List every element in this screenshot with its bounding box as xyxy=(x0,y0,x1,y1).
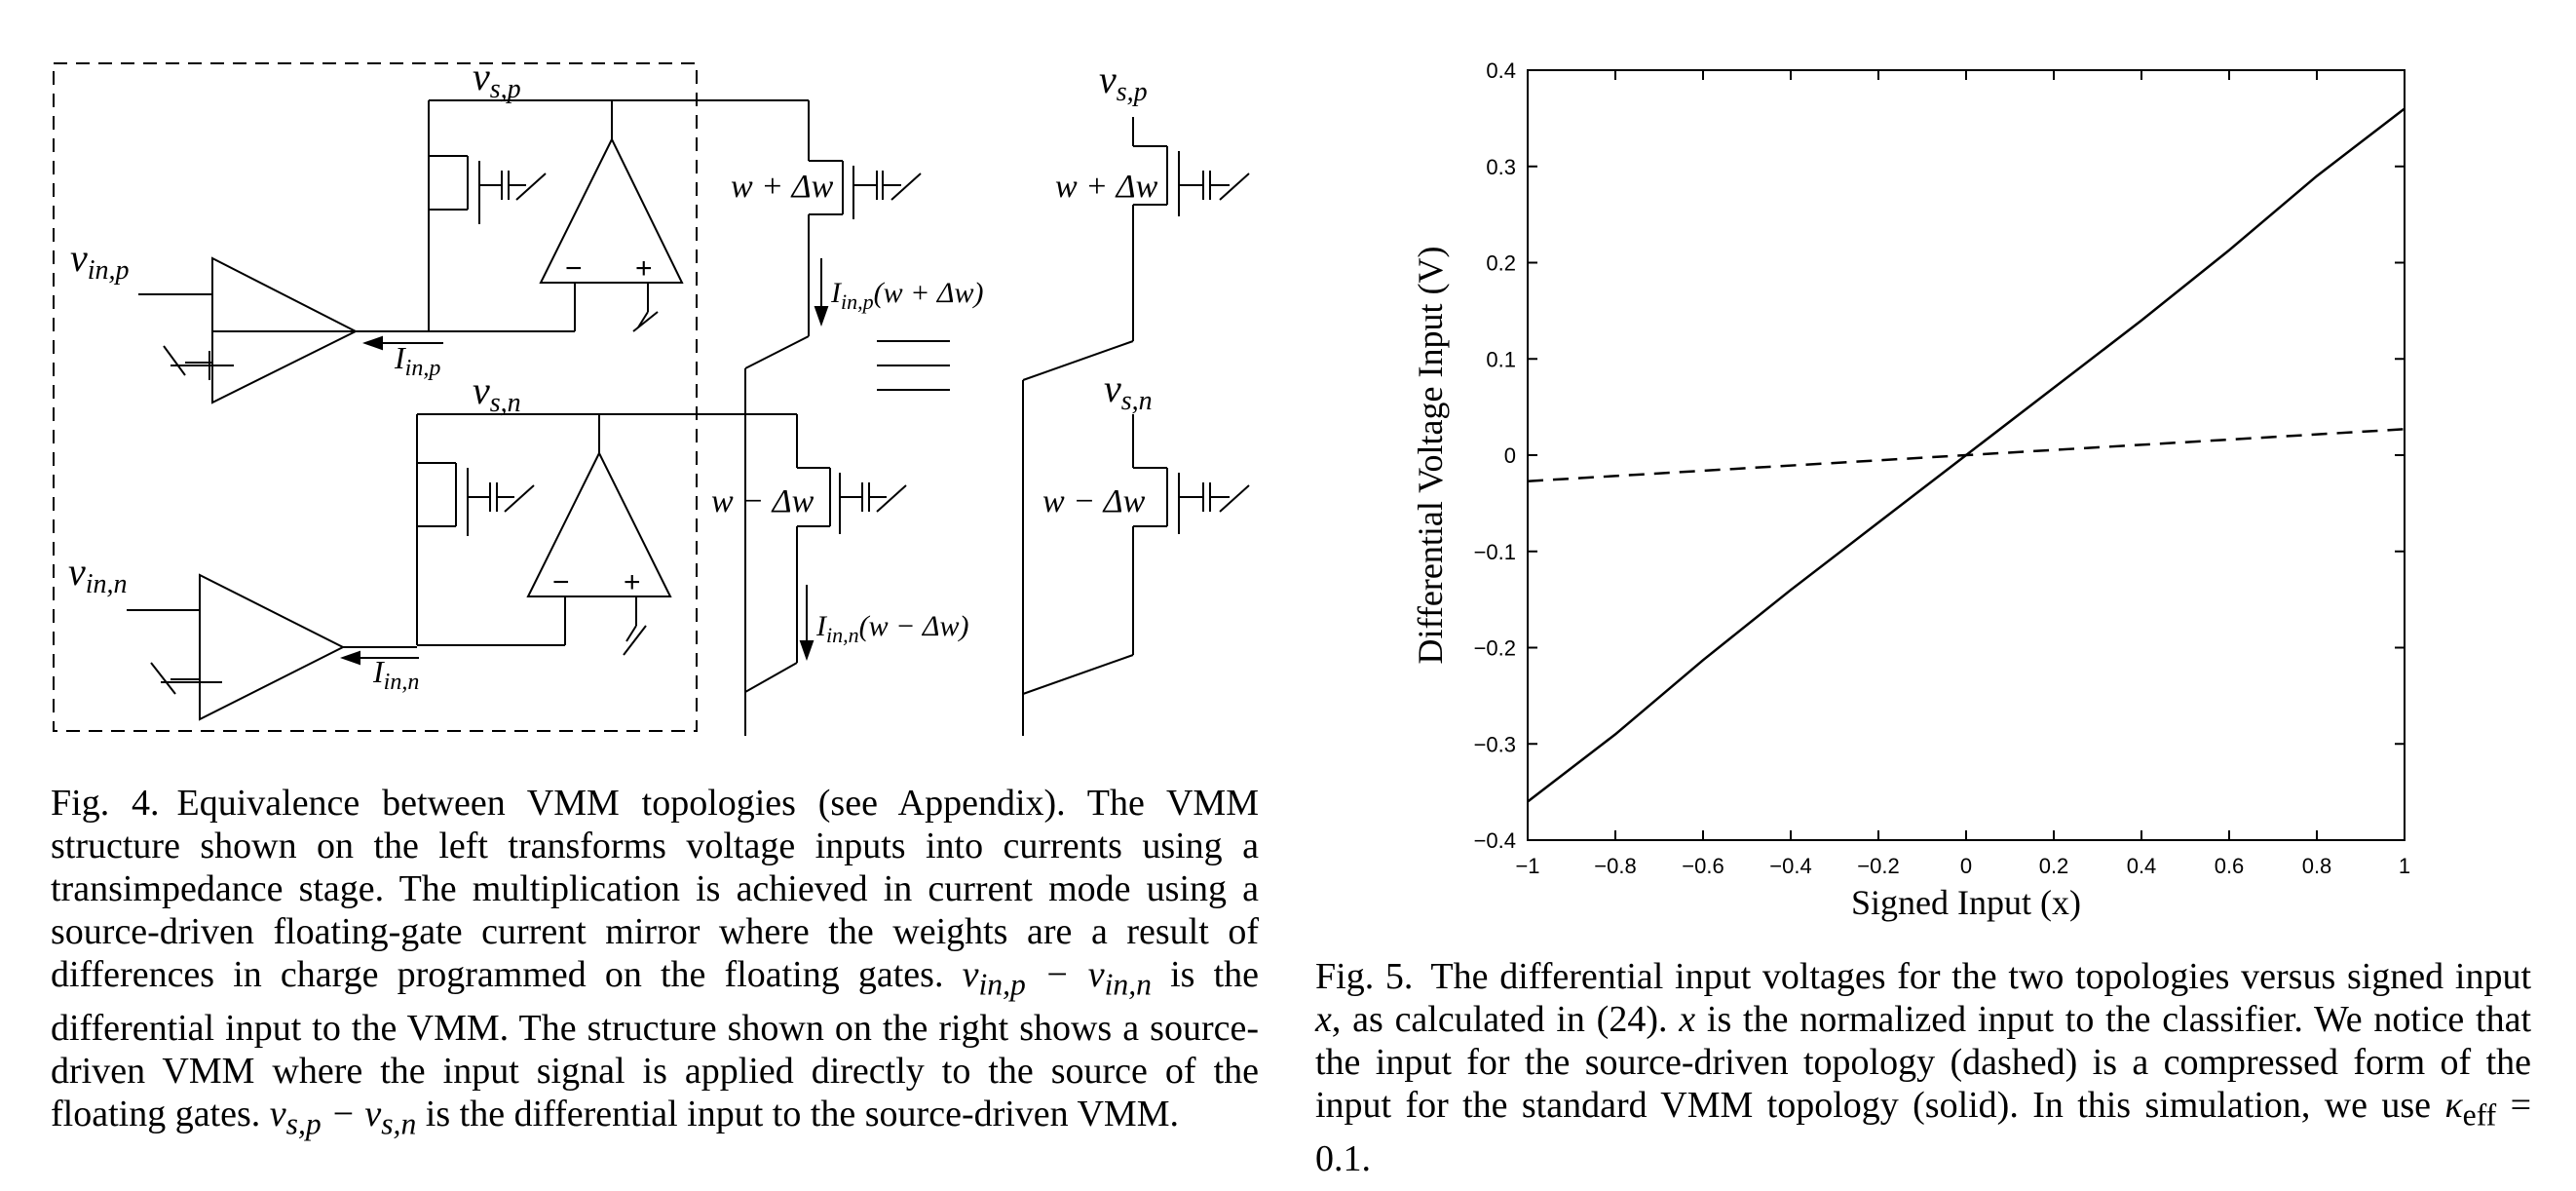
w-plus-right-label: w + Δw xyxy=(1055,169,1158,205)
x-tick-label: −0.6 xyxy=(1682,854,1724,878)
y-tick-label: 0.2 xyxy=(1486,251,1516,276)
lower-input-amp-triangle xyxy=(199,573,346,721)
fig4-caption-text2: is the differential input to the VMM. Th… xyxy=(51,954,1260,1134)
upper-opamp-minus: − xyxy=(565,252,583,285)
w-minus-mid-label: w − Δw xyxy=(711,483,814,519)
i-out-n-label: Iin,n(w − Δw) xyxy=(815,610,968,647)
y-tick-label: −0.2 xyxy=(1474,636,1516,661)
y-axis-label: Differential Voltage Input (V) xyxy=(1411,247,1450,665)
fig5-caption-x2: x xyxy=(1679,999,1696,1040)
fig5-caption-x1: x xyxy=(1315,999,1332,1040)
fig4-caption-math1: vin,p − vin,n xyxy=(962,954,1152,1002)
fig5-caption-text4: = 0.1. xyxy=(1315,1085,2531,1179)
vs-n-right-label: vs,n xyxy=(1104,366,1153,416)
y-tick-label: 0.4 xyxy=(1486,58,1516,83)
y-tick-label: −0.3 xyxy=(1474,732,1516,756)
fig4-caption-lead: Fig. 4. xyxy=(51,783,160,824)
x-tick-label: 0 xyxy=(1960,854,1972,878)
fig4-caption-text: Equivalence between VMM topologies (see … xyxy=(51,783,1259,995)
x-axis-label: Signed Input (x) xyxy=(1851,883,2081,922)
vin-p-label: vin,p xyxy=(70,236,130,286)
x-tick-label: 0.6 xyxy=(2215,854,2245,878)
y-tick-label: 0.3 xyxy=(1486,155,1516,179)
y-tick-label: 0 xyxy=(1504,443,1516,468)
lower-opamp-plus: + xyxy=(624,566,641,598)
x-tick-label: 1 xyxy=(2399,854,2410,878)
x-tick-label: −1 xyxy=(1515,854,1539,878)
vs-n-left-label: vs,n xyxy=(473,368,521,418)
y-tick-label: −0.1 xyxy=(1474,540,1516,564)
w-plus-mid-label: w + Δw xyxy=(731,169,834,205)
fig5-caption-text: The differential input voltages for the … xyxy=(1430,956,2531,997)
chart-series xyxy=(1527,107,2406,803)
fig5-chart: −1 −0.8 −0.6 −0.4 −0.2 0 0.2 0.4 0.6 0.8 1 −0.4 −0.3… xyxy=(1411,58,2411,922)
fig4-circuit-diagram: vs,p vs,n vin,p vin,n Iin,p Iin,n w + Δw… xyxy=(53,55,1250,736)
transimpedance-dashed-box xyxy=(53,62,698,732)
vin-n-label: vin,n xyxy=(68,550,128,599)
fig5-caption: Fig. 5. The differential input voltages f… xyxy=(1315,955,2531,1180)
fig4-caption-math2: vs,p − vs,n xyxy=(269,1093,417,1141)
fig4-caption-text3: is the differential input to the source-… xyxy=(416,1093,1180,1134)
x-tick-label: 0.8 xyxy=(2302,854,2332,878)
iin-n-label: Iin,n xyxy=(372,654,419,695)
fig4-caption: Fig. 4.Equivalence between VMM topologie… xyxy=(51,782,1259,1145)
x-tick-label: 0.2 xyxy=(2039,854,2069,878)
chart-ticks: −1 −0.8 −0.6 −0.4 −0.2 0 0.2 0.4 0.6 0.8 1 −0.4 −0.3… xyxy=(1474,58,2411,878)
fig5-caption-text2: , as calculated in (24). xyxy=(1331,999,1680,1040)
y-tick-label: −0.4 xyxy=(1474,828,1516,853)
series-line-dashed xyxy=(1527,428,2406,482)
x-tick-label: −0.2 xyxy=(1857,854,1899,878)
lower-opamp-minus: − xyxy=(552,566,570,598)
fig5-caption-kappa: κeff xyxy=(2444,1085,2497,1133)
x-tick-label: −0.4 xyxy=(1769,854,1811,878)
upper-opamp-triangle xyxy=(539,136,684,284)
i-out-p-label: Iin,p(w + Δw) xyxy=(830,277,983,314)
y-tick-label: 0.1 xyxy=(1486,347,1516,371)
fig5-caption-lead: Fig. 5. xyxy=(1315,956,1414,997)
fig5-caption-text3: is the normalized input to the classifie… xyxy=(1315,999,2531,1126)
iin-p-label: Iin,p xyxy=(394,340,440,381)
w-minus-right-label: w − Δw xyxy=(1042,483,1146,519)
vs-p-right-label: vs,p xyxy=(1099,58,1148,107)
lower-opamp-triangle xyxy=(526,450,672,597)
x-tick-label: 0.4 xyxy=(2127,854,2157,878)
upper-opamp-plus: + xyxy=(635,252,653,285)
vs-p-left-label: vs,p xyxy=(473,55,521,104)
x-tick-label: −0.8 xyxy=(1594,854,1636,878)
